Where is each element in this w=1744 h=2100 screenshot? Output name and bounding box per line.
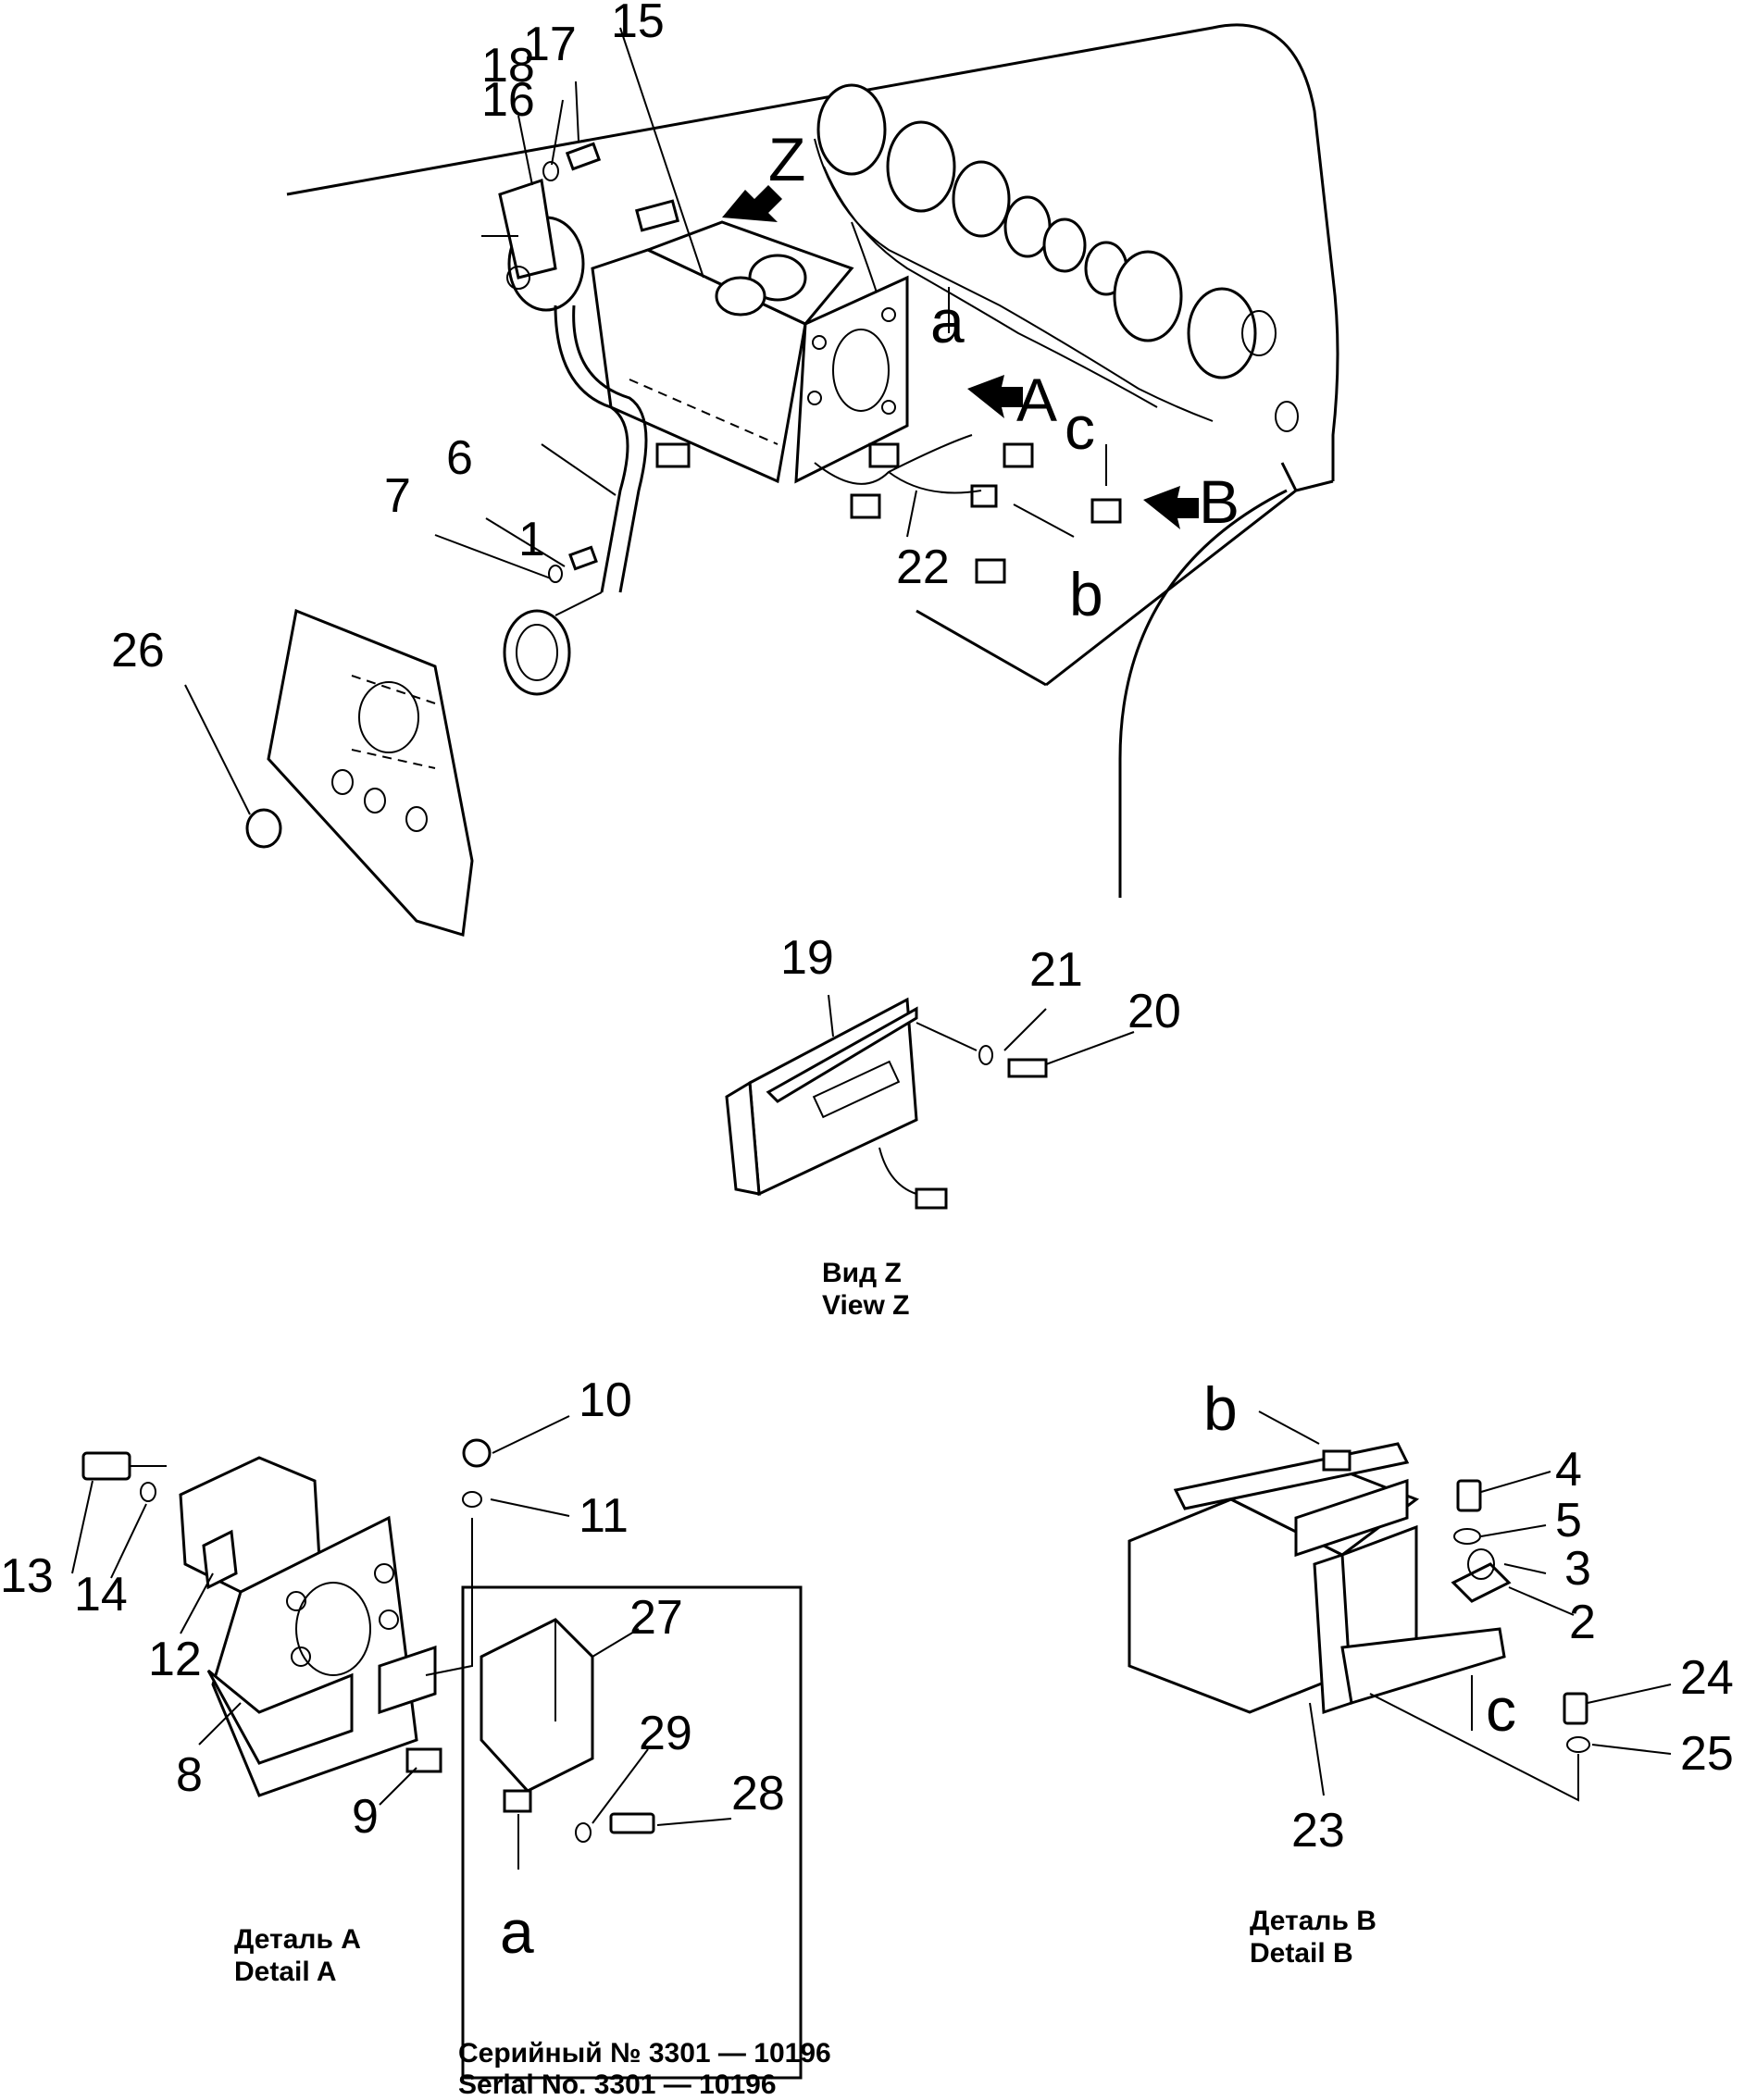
caption-detail-a-en: Detail A <box>234 1957 337 1987</box>
horn <box>481 179 585 312</box>
callout-6: 6 <box>446 431 473 485</box>
caption-serial-en: Serial No. 3301 — 10196 <box>458 2069 777 2100</box>
controller-box <box>591 220 909 484</box>
callout-20: 20 <box>1127 985 1181 1038</box>
view-letter-b-upper: B <box>1199 467 1239 536</box>
caption-serial-ru: Серийный № 3301 — 10196 <box>458 2038 831 2069</box>
caption-detail-b-en: Detail B <box>1250 1938 1353 1969</box>
callout-15: 15 <box>611 0 665 48</box>
callout-19: 19 <box>780 931 834 985</box>
callout-11: 11 <box>579 1489 629 1543</box>
caption-view-z-ru: Вид Z <box>822 1258 902 1288</box>
callout-3: 3 <box>1564 1542 1591 1596</box>
callout-8: 8 <box>176 1748 203 1802</box>
callout-24: 24 <box>1680 1651 1734 1705</box>
cover-plate <box>267 608 474 937</box>
caption-detail-a-ru: Деталь А <box>234 1924 361 1955</box>
callout-23: 23 <box>1291 1804 1345 1858</box>
view-z-drawing <box>725 994 1135 1210</box>
view-letter-a-upper: A <box>1016 366 1057 434</box>
view-letter-b-lower: b <box>1069 560 1103 628</box>
callout-29: 29 <box>639 1707 692 1760</box>
detail-a-drawing <box>71 1415 803 2080</box>
arrow-a-icon <box>967 375 1023 418</box>
callout-7: 7 <box>384 469 411 523</box>
callout-12: 12 <box>148 1633 202 1686</box>
view-letter-c-lower: c <box>1065 393 1095 462</box>
callout-13: 13 <box>0 1549 54 1603</box>
gauge-cluster <box>816 83 1299 432</box>
dashboard-assembly <box>184 23 1339 937</box>
view-letter-a-lower: a <box>930 287 965 355</box>
arrow-b-icon <box>1143 486 1199 529</box>
callout-27: 27 <box>629 1591 683 1645</box>
detail-b-letter-b: b <box>1203 1374 1238 1443</box>
callout-17: 17 <box>523 18 577 71</box>
view-letter-z: Z <box>768 125 805 193</box>
callout-2: 2 <box>1569 1596 1596 1649</box>
callout-14: 14 <box>74 1568 128 1622</box>
callout-28: 28 <box>731 1767 785 1820</box>
caption-view-z-en: View Z <box>822 1290 909 1321</box>
callout-16: 16 <box>481 73 535 127</box>
callout-9: 9 <box>352 1790 379 1844</box>
arrow-z-icon <box>722 185 782 222</box>
callout-1: 1 <box>518 513 545 566</box>
callout-25: 25 <box>1680 1727 1734 1781</box>
callout-5: 5 <box>1555 1494 1582 1547</box>
callout-26: 26 <box>111 624 165 677</box>
callout-10: 10 <box>579 1373 632 1427</box>
detail-b-drawing <box>1127 1410 1672 1802</box>
callout-21: 21 <box>1029 943 1083 997</box>
callout-4: 4 <box>1555 1443 1582 1497</box>
callout-18: 18 <box>481 39 535 93</box>
hour-meter <box>503 591 603 696</box>
detail-a-letter-a: a <box>500 1897 534 1966</box>
detail-b-letter-c: c <box>1486 1675 1516 1744</box>
caption-detail-b-ru: Деталь B <box>1250 1906 1377 1936</box>
callout-22: 22 <box>896 541 950 594</box>
